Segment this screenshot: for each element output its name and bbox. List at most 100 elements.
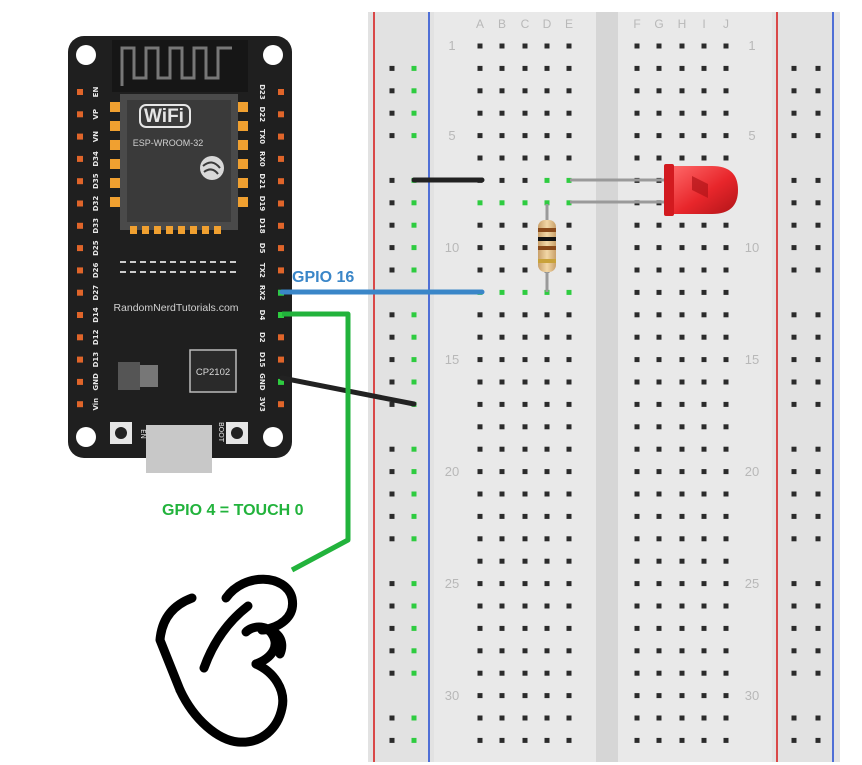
breadboard-hole [723, 312, 729, 318]
header-pin [77, 222, 83, 229]
module-pad [110, 197, 120, 207]
pin-label: D2 [258, 332, 266, 343]
breadboard-hole [656, 424, 662, 430]
boot-button-label: BOOT [217, 422, 225, 443]
rail-hole [411, 491, 417, 497]
breadboard-hole [701, 648, 707, 654]
breadboard-hole [723, 625, 729, 631]
breadboard-hole [499, 177, 505, 183]
breadboard-hole [656, 289, 662, 295]
breadboard-hole [679, 536, 685, 542]
breadboard-hole [522, 424, 528, 430]
breadboard-hole [701, 245, 707, 251]
module-pad [166, 226, 173, 234]
rail-hole [791, 312, 797, 318]
breadboard-hole [723, 446, 729, 452]
column-letter: E [565, 17, 573, 31]
breadboard-hole [634, 737, 640, 743]
breadboard-hole [544, 737, 550, 743]
rail-hole [791, 737, 797, 743]
rail-hole [389, 65, 395, 71]
breadboard-hole [701, 222, 707, 228]
breadboard-hole [679, 693, 685, 699]
module-pad [214, 226, 221, 234]
rail-hole [389, 334, 395, 340]
breadboard-hole [656, 446, 662, 452]
breadboard-hole [679, 491, 685, 497]
breadboard-hole [634, 715, 640, 721]
breadboard-hole [723, 715, 729, 721]
breadboard-hole [499, 648, 505, 654]
rail-hole [815, 625, 821, 631]
module-pad [110, 178, 120, 188]
header-pin [77, 89, 83, 95]
pin-label: Vin [92, 398, 100, 411]
wifi-logo: WiFi [144, 106, 184, 127]
breadboard-hole [499, 581, 505, 587]
breadboard-hole [723, 491, 729, 497]
module-pad [110, 140, 120, 150]
breadboard-hole [544, 65, 550, 71]
header-pin [278, 356, 284, 363]
breadboard-hole [477, 267, 483, 273]
breadboard-hole [477, 648, 483, 654]
header-pin [278, 111, 284, 118]
breadboard-hole [544, 133, 550, 139]
rail-hole [791, 379, 797, 385]
pin-label: EN [92, 87, 100, 98]
breadboard-hole [522, 491, 528, 497]
breadboard-hole [566, 43, 572, 49]
rail-hole [389, 536, 395, 542]
breadboard-hole [544, 446, 550, 452]
voltage-regulator [118, 362, 140, 390]
breadboard-hole [544, 625, 550, 631]
breadboard-hole [723, 558, 729, 564]
breadboard-hole [679, 289, 685, 295]
rail-hole [815, 312, 821, 318]
breadboard-hole [499, 625, 505, 631]
breadboard-hole [566, 401, 572, 407]
en-button-label: EN [139, 429, 147, 439]
breadboard-hole [522, 625, 528, 631]
breadboard-hole [522, 65, 528, 71]
rail-hole [815, 267, 821, 273]
resistor-band [538, 246, 556, 250]
breadboard-hole [656, 513, 662, 519]
breadboard-hole [477, 155, 483, 161]
breadboard-hole [499, 558, 505, 564]
rail-hole [815, 133, 821, 139]
module-pad [238, 178, 248, 188]
breadboard-hole [566, 424, 572, 430]
breadboard-hole [656, 670, 662, 676]
cp2102-chip [189, 349, 237, 393]
breadboard-hole [656, 715, 662, 721]
breadboard-hole [544, 177, 550, 183]
rail-hole [791, 603, 797, 609]
row-number: 30 [445, 688, 459, 703]
column-letter: G [654, 17, 663, 31]
breadboard-hole [522, 536, 528, 542]
breadboard-hole [656, 603, 662, 609]
breadboard-hole [723, 110, 729, 116]
breadboard-hole [701, 446, 707, 452]
rail-hole [389, 312, 395, 318]
rail-hole [815, 581, 821, 587]
breadboard-hole [679, 737, 685, 743]
breadboard-hole [477, 737, 483, 743]
breadboard-hole [477, 222, 483, 228]
module-pads [110, 102, 248, 234]
column-letter: F [633, 17, 640, 31]
breadboard-hole [679, 267, 685, 273]
rail-hole [791, 200, 797, 206]
breadboard-hole [634, 491, 640, 497]
rail-hole [411, 88, 417, 94]
rail-hole [815, 110, 821, 116]
module-pad [110, 159, 120, 169]
pin-label: GND [258, 373, 266, 391]
breadboard-hole [679, 670, 685, 676]
mounting-hole [76, 427, 96, 447]
espressif-logo-mark [202, 161, 221, 175]
rail-hole [411, 648, 417, 654]
rail-hole [791, 513, 797, 519]
column-letter: A [476, 17, 484, 31]
